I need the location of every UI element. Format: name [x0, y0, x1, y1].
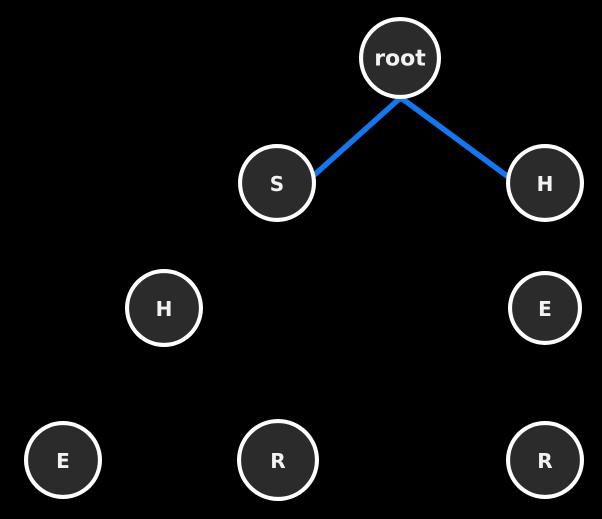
node-h-left[interactable]: H — [125, 269, 203, 347]
node-shape — [507, 422, 583, 498]
edge-path — [191, 333, 264, 420]
node-s[interactable]: S — [238, 144, 316, 222]
edge-path — [74, 334, 138, 421]
edge-h1-to-e1[interactable] — [539, 220, 551, 276]
edge-e1-to-r2[interactable] — [539, 343, 551, 426]
node-label: S — [270, 172, 284, 196]
edge-h1-to-root-highlighted[interactable] — [401, 97, 529, 193]
node-shape — [509, 272, 581, 344]
node-label: H — [537, 172, 554, 196]
node-shape — [126, 270, 202, 346]
edge-path-highlight — [401, 97, 529, 193]
edge-path — [291, 83, 373, 147]
arrowhead-icon — [539, 260, 551, 276]
edge-path — [429, 82, 528, 150]
edge-path — [179, 206, 251, 272]
node-e-left[interactable]: E — [24, 421, 102, 499]
node-e-right[interactable]: E — [508, 271, 582, 345]
edge-path-highlight — [309, 97, 401, 180]
node-r-left[interactable]: R — [237, 419, 319, 501]
node-shape — [239, 145, 315, 221]
node-label: E — [56, 449, 70, 473]
node-shape — [507, 145, 583, 221]
node-h-right[interactable]: H — [506, 144, 584, 222]
node-r-right[interactable]: R — [506, 421, 584, 499]
node-label: H — [156, 297, 173, 321]
node-shape — [238, 420, 318, 500]
node-label: E — [538, 297, 552, 321]
node-root[interactable]: root — [359, 17, 441, 99]
node-label: R — [270, 449, 285, 473]
node-label: R — [537, 449, 552, 473]
node-shape — [360, 18, 440, 98]
edge-s-to-root-highlighted[interactable] — [309, 97, 401, 180]
arrowhead-icon — [539, 410, 551, 426]
node-shape — [25, 422, 101, 498]
node-label: root — [374, 47, 426, 72]
